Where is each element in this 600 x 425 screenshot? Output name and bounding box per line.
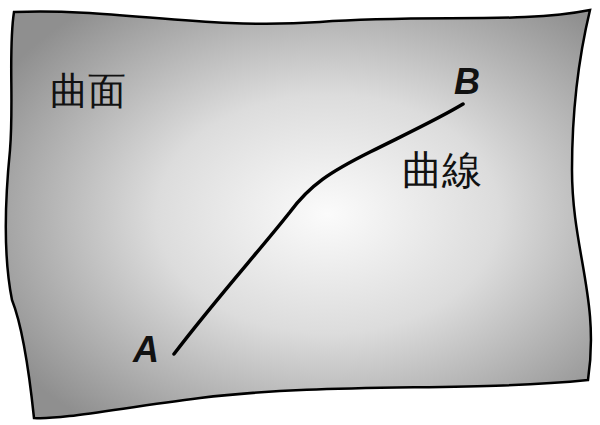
point-label: A <box>133 332 159 368</box>
curved-surface <box>6 10 591 418</box>
surface-label: 曲面 <box>50 72 126 110</box>
point-label: B <box>454 64 480 100</box>
curve-line <box>174 104 463 354</box>
curve-label: 曲線 <box>402 150 482 190</box>
